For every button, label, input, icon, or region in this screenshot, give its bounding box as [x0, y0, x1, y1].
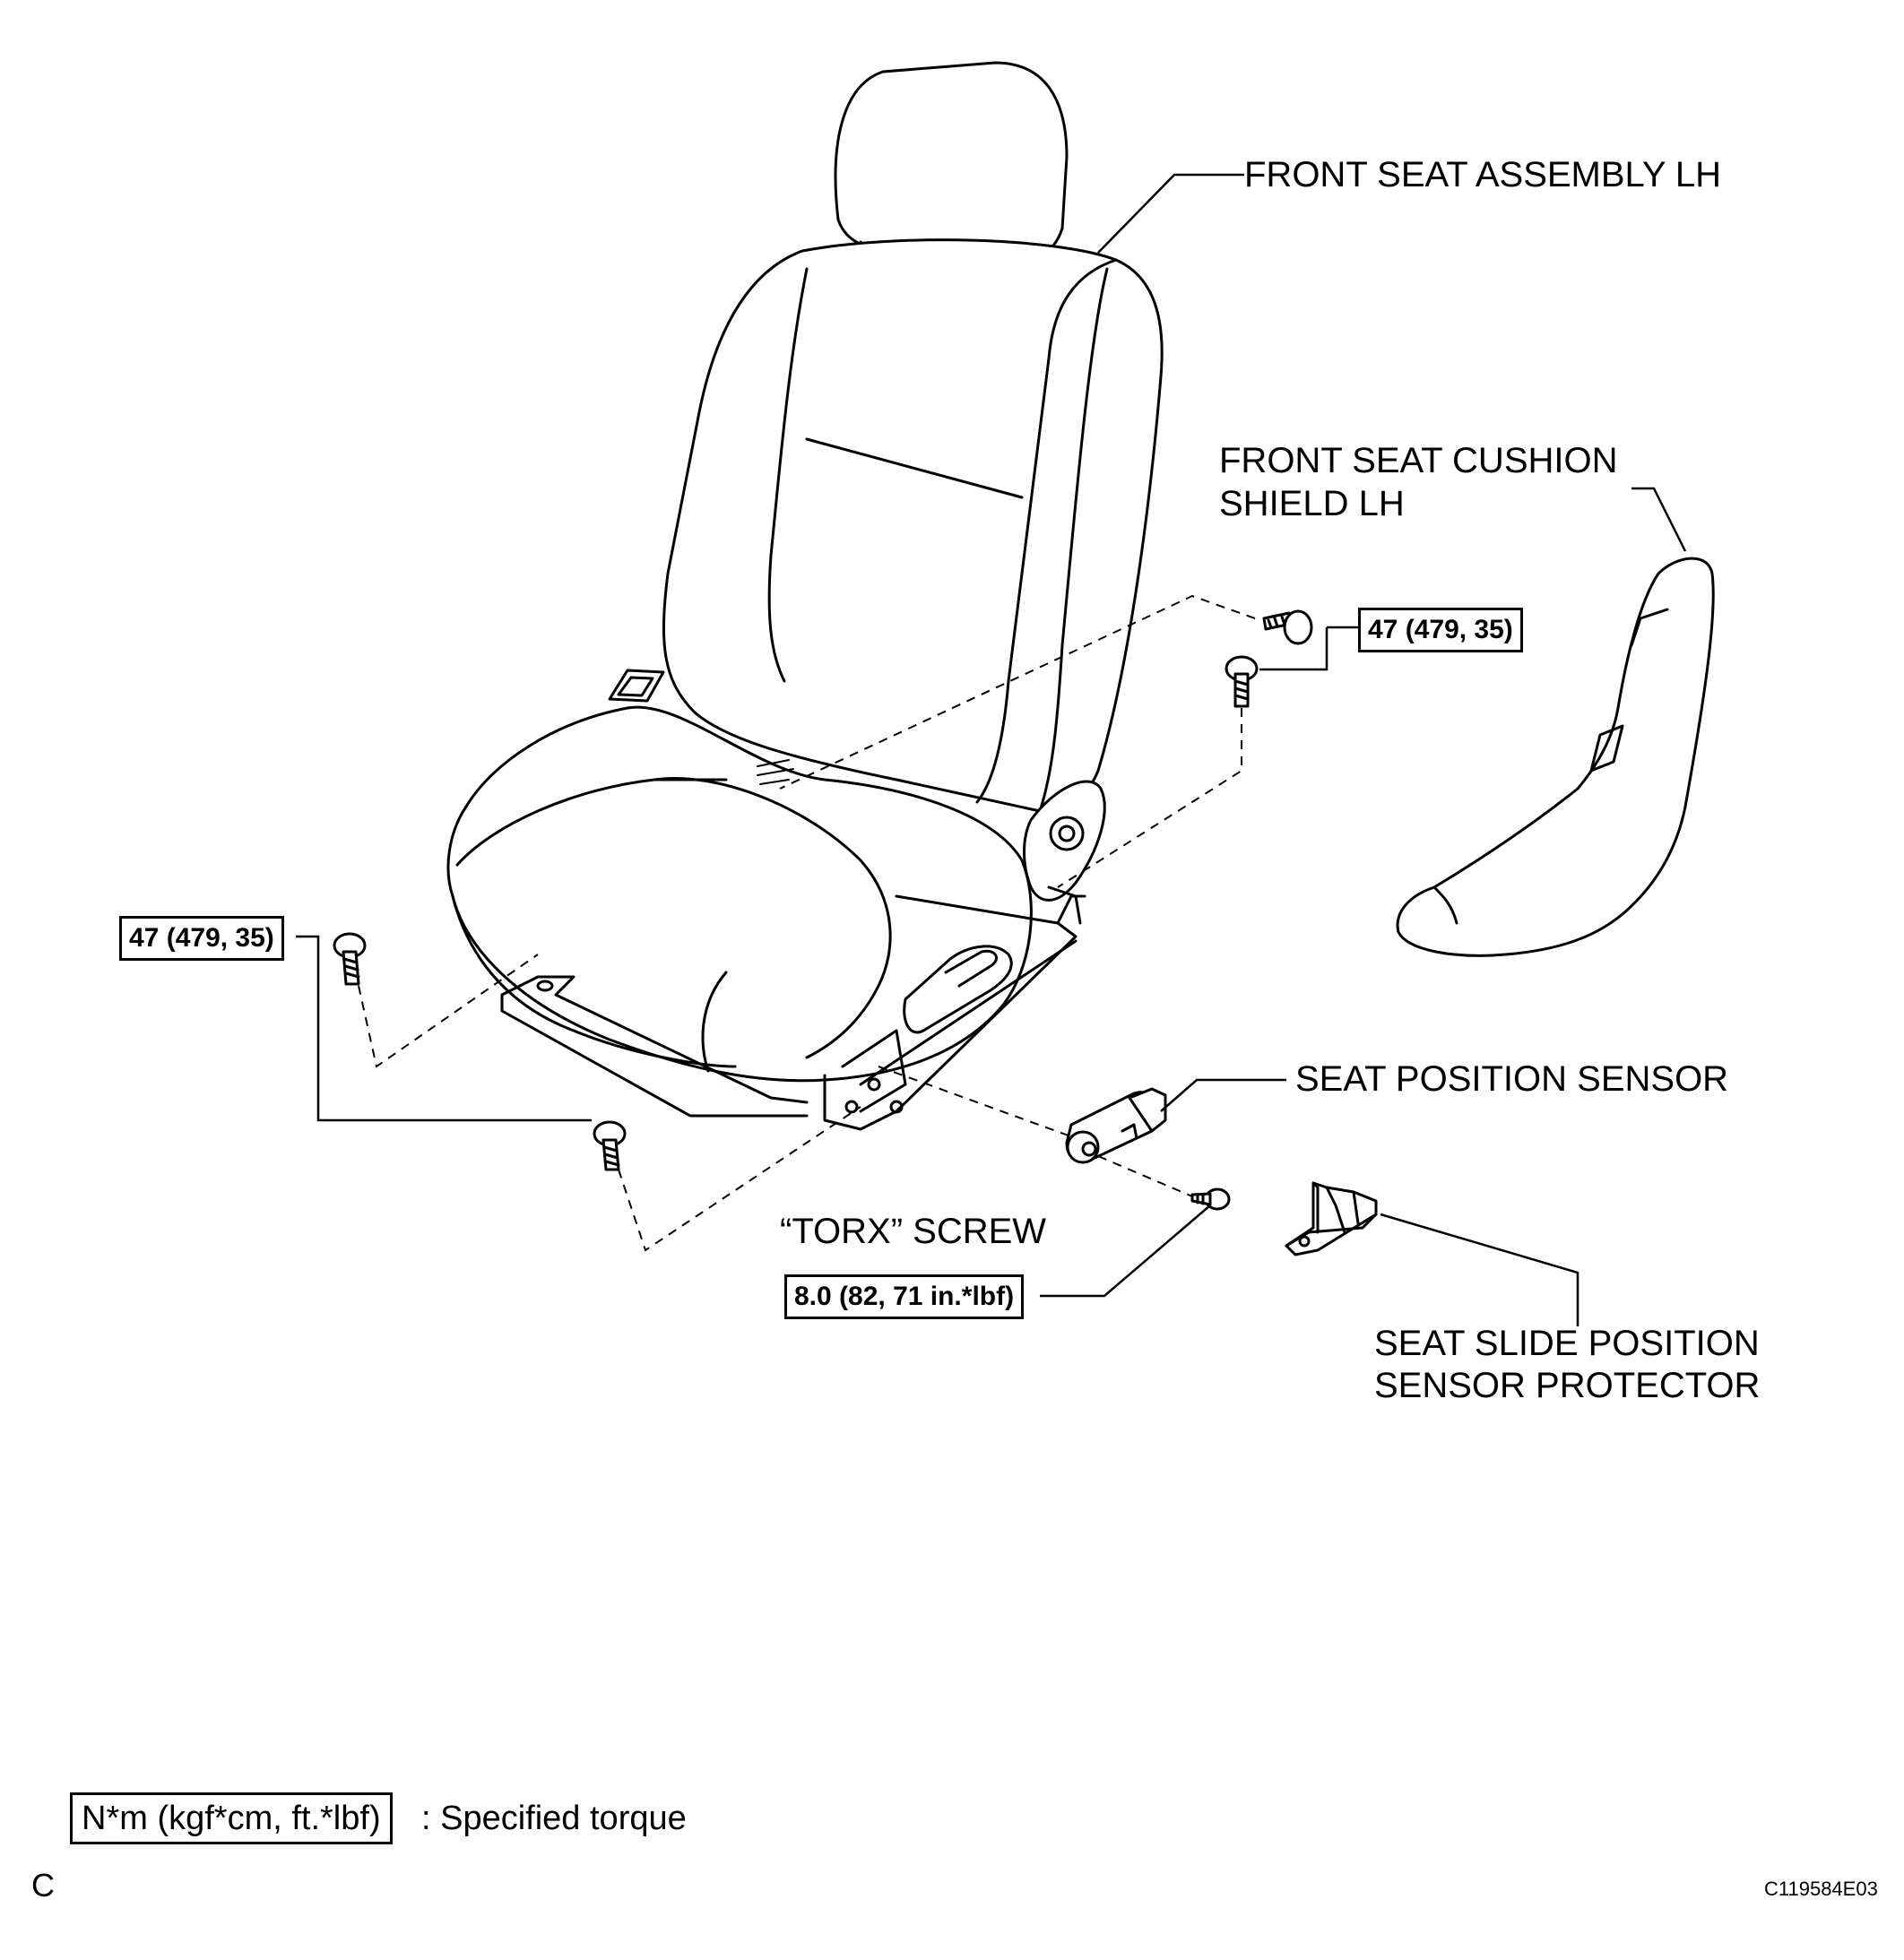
bolt-left-upper [333, 932, 367, 986]
leader-lines [296, 173, 1687, 1326]
torx-screw-part [1190, 1187, 1231, 1211]
recliner-lever [608, 669, 665, 703]
label-front-seat-assembly: FRONT SEAT ASSEMBLY LH [1244, 155, 1722, 194]
legend-description: : Specified torque [421, 1800, 687, 1837]
cushion-shield-part [1396, 557, 1715, 957]
sensor-protector-part [1285, 1181, 1378, 1256]
seat-position-sensor-part [1065, 1087, 1167, 1164]
label-cushion-shield-line1: FRONT SEAT CUSHION [1219, 441, 1618, 480]
torque-box-torx-screw: 8.0 (82, 71 in.*lbf) [784, 1274, 1025, 1319]
seat-cushion [446, 705, 1033, 1083]
section-letter: C [31, 1867, 55, 1904]
label-protector-line1: SEAT SLIDE POSITION [1374, 1324, 1760, 1363]
bolt-right-upper [1262, 609, 1313, 645]
seat-back [662, 238, 1164, 814]
slide-adjuster-lever [903, 945, 1013, 1034]
bolt-left-lower [593, 1120, 627, 1171]
seat-rail [500, 894, 1086, 1131]
bolt-right-lower [1225, 655, 1259, 708]
figure-code: C119584E03 [1764, 1878, 1878, 1900]
label-protector-line2: SENSOR PROTECTOR [1374, 1366, 1761, 1405]
torque-box-right-bolt: 47 (479, 35) [1358, 608, 1523, 652]
torque-box-left-bolt: 47 (479, 35) [119, 916, 284, 961]
label-seat-position-sensor: SEAT POSITION SENSOR [1295, 1059, 1729, 1099]
label-torx-screw: “TORX” SCREW [780, 1212, 1047, 1251]
recliner-mechanism [1023, 780, 1106, 925]
legend-unit-box: N*m (kgf*cm, ft.*lbf) [70, 1792, 393, 1844]
label-cushion-shield-line2: SHIELD LH [1219, 484, 1405, 523]
installation-lines [358, 594, 1256, 1252]
